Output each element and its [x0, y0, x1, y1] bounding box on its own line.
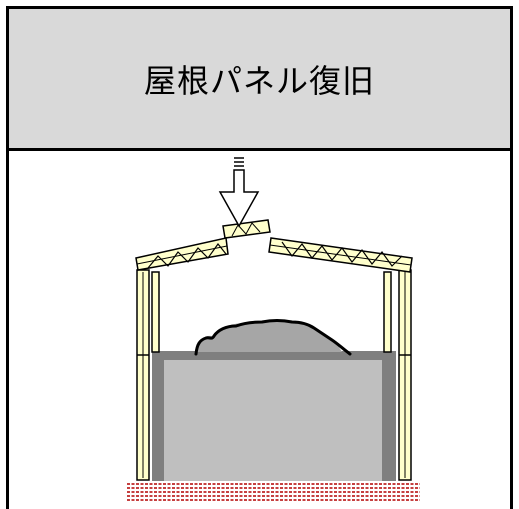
storage-interior — [164, 360, 382, 481]
pile-outline — [194, 319, 352, 356]
title-bar: 屋根パネル復旧 — [6, 6, 513, 151]
left-roof-truss — [135, 237, 229, 271]
page-title: 屋根パネル復旧 — [143, 61, 375, 100]
ground-hatch — [127, 482, 420, 502]
down-arrow-icon — [218, 157, 260, 228]
frame-left-border — [6, 148, 9, 509]
frame-right-border — [510, 148, 513, 509]
roof-panel — [222, 219, 271, 239]
right-roof-truss — [268, 237, 413, 273]
stored-material-pile — [196, 320, 342, 352]
left-column — [136, 269, 160, 481]
